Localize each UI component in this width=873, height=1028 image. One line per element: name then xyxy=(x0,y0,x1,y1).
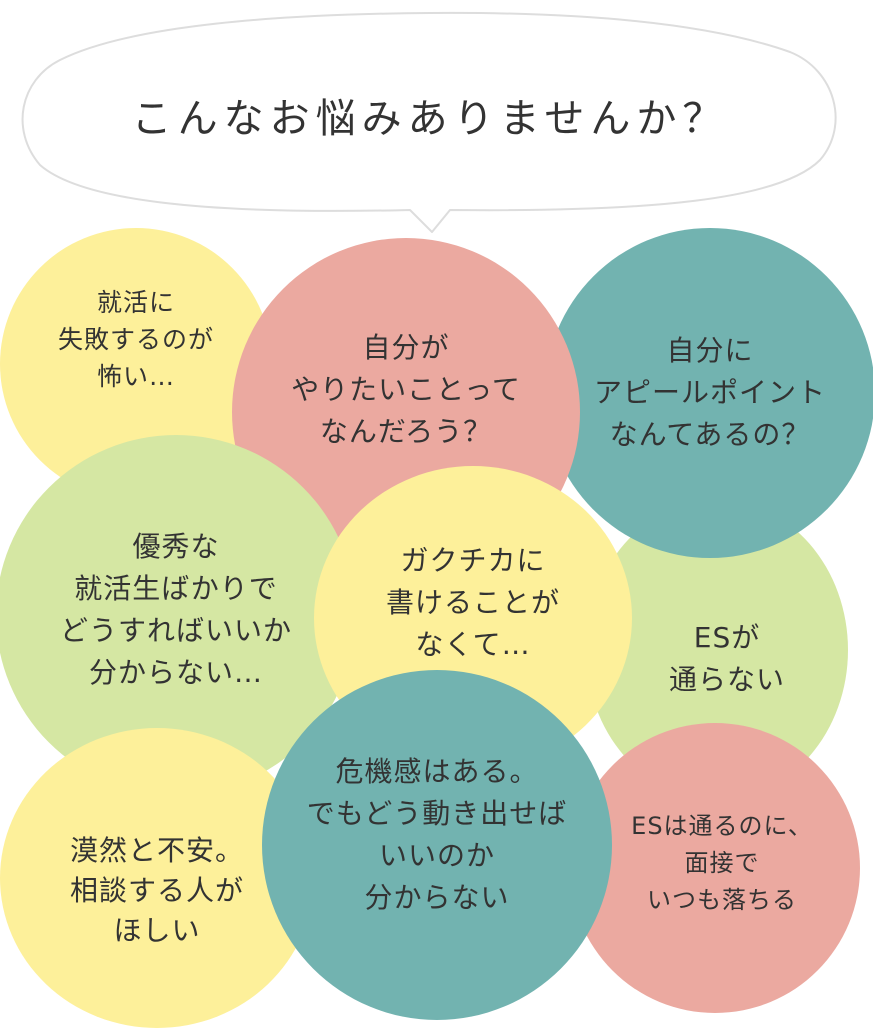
worry-line: ガクチカに xyxy=(400,544,546,577)
worry-line: 危機感はある。 xyxy=(335,755,539,788)
worry-line: 書けることが xyxy=(385,586,560,619)
worry-line: なんだろう？ xyxy=(319,415,493,448)
worry-line: 通らない xyxy=(668,663,785,696)
worry-appeal-points: 自分に アピールポイント なんてあるの？ xyxy=(545,228,873,558)
worry-line: いいのか xyxy=(378,839,495,872)
worry-line: 相談する人が xyxy=(69,874,244,907)
worry-line: なんてあるの？ xyxy=(609,418,811,451)
page-title: こんなお悩みありませんか？ xyxy=(131,96,729,142)
worry-line: 就活に xyxy=(96,287,175,317)
worry-line: ESは通るのに、 xyxy=(631,811,813,840)
worry-line: 自分が xyxy=(362,331,450,364)
worry-line: 就活生ばかりで xyxy=(74,572,278,605)
worry-line: 失敗するのが xyxy=(57,324,214,354)
worry-line: ほしい xyxy=(113,914,201,947)
worry-line: どうすればいいか xyxy=(59,614,292,647)
worry-interview-fail: ESは通るのに、 面接で いつも落ちる xyxy=(570,723,860,1013)
worry-line: 漠然と不安。 xyxy=(69,834,244,867)
worry-line: 分からない… xyxy=(88,656,263,689)
worry-vague-anxiety: 漠然と不安。 相談する人が ほしい xyxy=(0,728,314,1028)
worry-line: いつも落ちる xyxy=(647,885,797,914)
worry-line: ESが xyxy=(693,621,761,654)
speech-bubble xyxy=(21,11,837,233)
worry-line: 自分に xyxy=(666,334,754,367)
worry-line: なくて… xyxy=(415,628,531,661)
worry-line: 分からない xyxy=(364,881,510,914)
worry-line: でもどう動き出せば xyxy=(306,797,568,830)
worry-how-to-start: 危機感はある。 でもどう動き出せば いいのか 分からない xyxy=(262,670,612,1020)
worry-line: 優秀な xyxy=(132,530,220,563)
worry-line: アピールポイント xyxy=(593,376,826,409)
worry-line: 面接で xyxy=(684,848,760,877)
worry-line: 怖い… xyxy=(96,361,175,391)
worry-line: やりたいことって xyxy=(291,373,521,406)
